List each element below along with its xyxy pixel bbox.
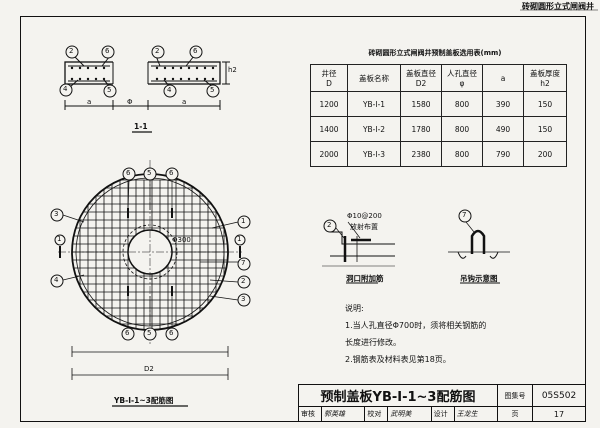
page-label: 页 — [497, 406, 533, 422]
table-cell: YB-Ⅰ-1 — [347, 91, 401, 117]
notes-line-3: 2.钢筋表及材料表见第18页。 — [345, 355, 451, 364]
plan-callout-top-2: 5 — [147, 169, 152, 177]
table-cell: 800 — [441, 141, 483, 167]
atlas-number: 05S502 — [532, 384, 586, 407]
section-callout-1: 2 — [69, 47, 74, 55]
plan-callout-right-3: 2 — [241, 277, 246, 285]
check-label: 校对 — [364, 406, 389, 422]
corner-title: 砖砌圆形立式闸阀井 — [522, 2, 594, 11]
page-number: 17 — [532, 406, 586, 422]
section-view-graphic — [64, 55, 230, 133]
section-height-label: h2 — [228, 66, 237, 74]
section-callout-7: 4 — [167, 86, 172, 94]
detail-opening-graphic — [322, 219, 395, 284]
section-callout-4: 6 — [193, 47, 198, 55]
plan-hole-label: Φ300 — [172, 236, 191, 244]
section-callout-circles — [59, 45, 220, 98]
detail-hook-title: 吊钩示意图 — [460, 274, 498, 283]
table-cell: 1400 — [310, 116, 348, 142]
table-cell: 1580 — [400, 91, 442, 117]
section-dim-phi: Φ — [127, 98, 133, 106]
table-cell: 800 — [441, 91, 483, 117]
table-cell: 200 — [523, 141, 567, 167]
table-cell: YB-Ⅰ-3 — [347, 141, 401, 167]
section-title: 1-1 — [134, 122, 148, 131]
spec-header-cell: a — [482, 64, 524, 92]
plan-section-mark-right: 1 — [237, 235, 242, 243]
review-label: 审核 — [298, 406, 322, 422]
plan-callout-left-2: 4 — [54, 276, 59, 284]
table-cell: 390 — [482, 91, 524, 117]
notes-line-1: 1.当人孔直径Φ700时，须将相关钢筋的 — [345, 321, 487, 330]
atlas-label: 图集号 — [497, 384, 533, 407]
plan-section-mark-left: 1 — [57, 235, 62, 243]
table-cell: 150 — [523, 91, 567, 117]
plan-dim-bottom: D2 — [144, 365, 154, 373]
section-callout-5: 4 — [63, 85, 68, 93]
detail-opening-title: 洞口附加筋 — [346, 274, 384, 283]
detail-opening-callout: 2 — [327, 221, 332, 229]
plan-callout-top-3: 6 — [169, 169, 174, 177]
plan-callout-bottom-1: 6 — [125, 329, 130, 337]
detail-hook-graphic — [448, 209, 510, 284]
detail-hook-callout: 7 — [462, 211, 467, 219]
plan-callout-circles — [50, 167, 251, 341]
table-cell: 2000 — [310, 141, 348, 167]
notes-heading: 说明: — [345, 304, 364, 313]
table-cell: 800 — [441, 116, 483, 142]
design-label: 设计 — [430, 406, 455, 422]
section-callout-8: 5 — [210, 86, 215, 94]
table-cell: 150 — [523, 116, 567, 142]
table-cell: YB-Ⅰ-2 — [347, 116, 401, 142]
table-cell: 2380 — [400, 141, 442, 167]
table-row: 1200 YB-Ⅰ-1 1580 800 390 150 — [310, 91, 567, 117]
section-callout-3: 2 — [155, 47, 160, 55]
spec-header-cell: 盖板名称 — [347, 64, 401, 92]
checker-name: 武明美 — [387, 406, 432, 422]
table-cell: 1780 — [400, 116, 442, 142]
reviewer-name: 郭英雄 — [320, 406, 366, 422]
plan-callout-top-1: 6 — [126, 169, 131, 177]
plan-callout-bottom-3: 6 — [169, 329, 174, 337]
drawing-title: 预制盖板YB-Ⅰ-1~3配筋图 — [298, 384, 498, 407]
title-block: 预制盖板YB-Ⅰ-1~3配筋图 图集号 05S502 审核 郭英雄 校对 武明美… — [298, 384, 586, 422]
table-cell: 790 — [482, 141, 524, 167]
section-dim-a-left: a — [87, 98, 92, 106]
notes-block: 说明: 1.当人孔直径Φ700时，须将相关钢筋的 长度进行修改。 2.钢筋表及材… — [345, 300, 486, 368]
table-cell: 490 — [482, 116, 524, 142]
table-cell: 1200 — [310, 91, 348, 117]
notes-line-2: 长度进行修改。 — [345, 338, 401, 347]
plan-callout-right-1: 1 — [241, 217, 246, 225]
section-dim-a-right: a — [182, 98, 187, 106]
section-callout-6: 5 — [107, 86, 112, 94]
plan-title: YB-Ⅰ-1~3配筋图 — [114, 396, 174, 405]
drawing-frame — [20, 16, 586, 422]
detail-opening-note-1: Φ10@200 — [347, 212, 382, 220]
plan-callout-left-1: 3 — [54, 210, 59, 218]
table-row: 1400 YB-Ⅰ-2 1780 800 490 150 — [310, 116, 567, 142]
designer-name: 王龙生 — [453, 406, 499, 422]
plan-callout-right-2: 7 — [241, 259, 246, 267]
detail-opening-note-2: 放射布置 — [350, 223, 378, 231]
table-row: 2000 YB-Ⅰ-3 2380 800 790 200 — [310, 141, 567, 167]
spec-table-title: 砖砌圆形立式闸阀井预制盖板选用表(mm) — [368, 49, 502, 57]
section-callout-2: 6 — [105, 47, 110, 55]
plan-callout-right-4: 3 — [241, 295, 246, 303]
plan-callout-bottom-2: 5 — [147, 329, 152, 337]
